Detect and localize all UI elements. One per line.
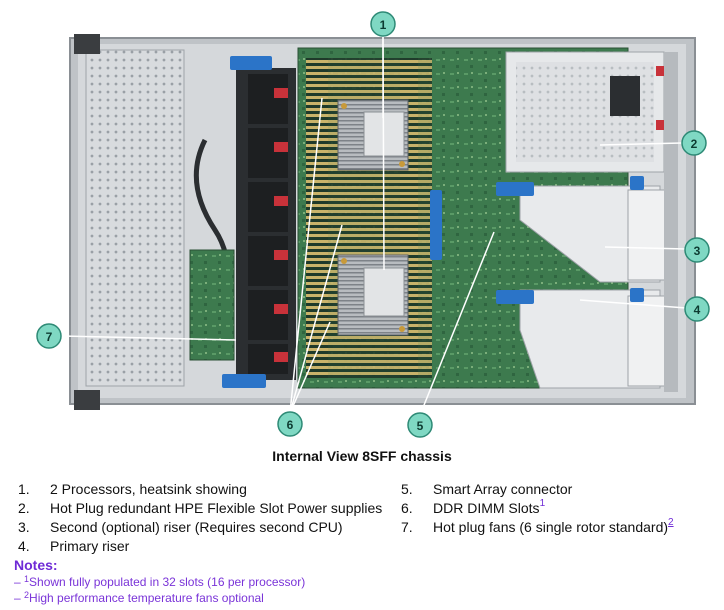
- legend-number: 4.: [18, 538, 30, 554]
- callout-label-3: 3: [694, 244, 701, 258]
- callout-label-5: 5: [417, 419, 424, 433]
- note-item-1: – 1Shown fully populated in 32 slots (16…: [14, 574, 306, 589]
- legend-text: Primary riser: [50, 538, 130, 554]
- chassis-diagram: 1 2 3 4 5 6 7: [36, 11, 710, 438]
- riser-cages: [496, 176, 669, 389]
- callout-3: 3: [684, 237, 710, 263]
- legend-text: Second (optional) riser (Requires second…: [50, 519, 343, 535]
- legend-number: 5.: [401, 481, 413, 497]
- note-prefix: –: [14, 575, 25, 589]
- aux-board: [189, 249, 235, 361]
- cpu-heatsinks: [337, 99, 409, 336]
- legend-number: 1.: [18, 481, 30, 497]
- callout-label-2: 2: [691, 137, 698, 151]
- fan-bank: [222, 56, 296, 388]
- drive-cage: [74, 34, 185, 410]
- callout-2: 2: [681, 130, 707, 156]
- note-item-2: – 2High performance temperature fans opt…: [14, 590, 264, 605]
- legend-text-with-footnote: Hot plug fans (6 single rotor standard)2: [433, 517, 674, 535]
- legend-number: 7.: [401, 519, 413, 535]
- note-marker: 1: [24, 574, 30, 584]
- callout-5: 5: [407, 412, 433, 438]
- callout-label-7: 7: [46, 330, 53, 344]
- callout-label-1: 1: [380, 18, 387, 32]
- footnote-ref-1: 1: [539, 498, 546, 509]
- legend-number: 3.: [18, 519, 30, 535]
- legend-number: 6.: [401, 500, 413, 516]
- legend-text-with-footnote: DDR DIMM Slots1: [433, 498, 546, 516]
- legend-text: Smart Array connector: [433, 481, 573, 497]
- callout-7: 7: [36, 323, 62, 349]
- legend-text: DDR DIMM Slots: [433, 500, 540, 516]
- callout-6: 6: [277, 411, 303, 437]
- power-supply-bay: [505, 51, 674, 173]
- callout-1: 1: [370, 11, 396, 37]
- callout-label-6: 6: [287, 418, 294, 432]
- legend-number: 2.: [18, 500, 30, 516]
- board-latch: [430, 190, 442, 260]
- figure-caption: Internal View 8SFF chassis: [272, 448, 452, 464]
- legend-text: Hot Plug redundant HPE Flexible Slot Pow…: [50, 500, 383, 516]
- note-marker: 2: [24, 590, 30, 600]
- notes-heading: Notes:: [14, 557, 58, 573]
- rear-panel: [664, 52, 678, 392]
- legend-text: 2 Processors, heatsink showing: [50, 481, 247, 497]
- note-text: High performance temperature fans option…: [29, 591, 264, 605]
- note-text: Shown fully populated in 32 slots (16 pe…: [29, 575, 306, 589]
- leader-lines: [61, 35, 687, 416]
- footnote-ref-2[interactable]: 2: [668, 517, 674, 528]
- legend-text: Hot plug fans (6 single rotor standard): [433, 519, 669, 535]
- note-prefix: –: [14, 591, 25, 605]
- callout-label-4: 4: [694, 303, 701, 317]
- callout-4: 4: [684, 296, 710, 322]
